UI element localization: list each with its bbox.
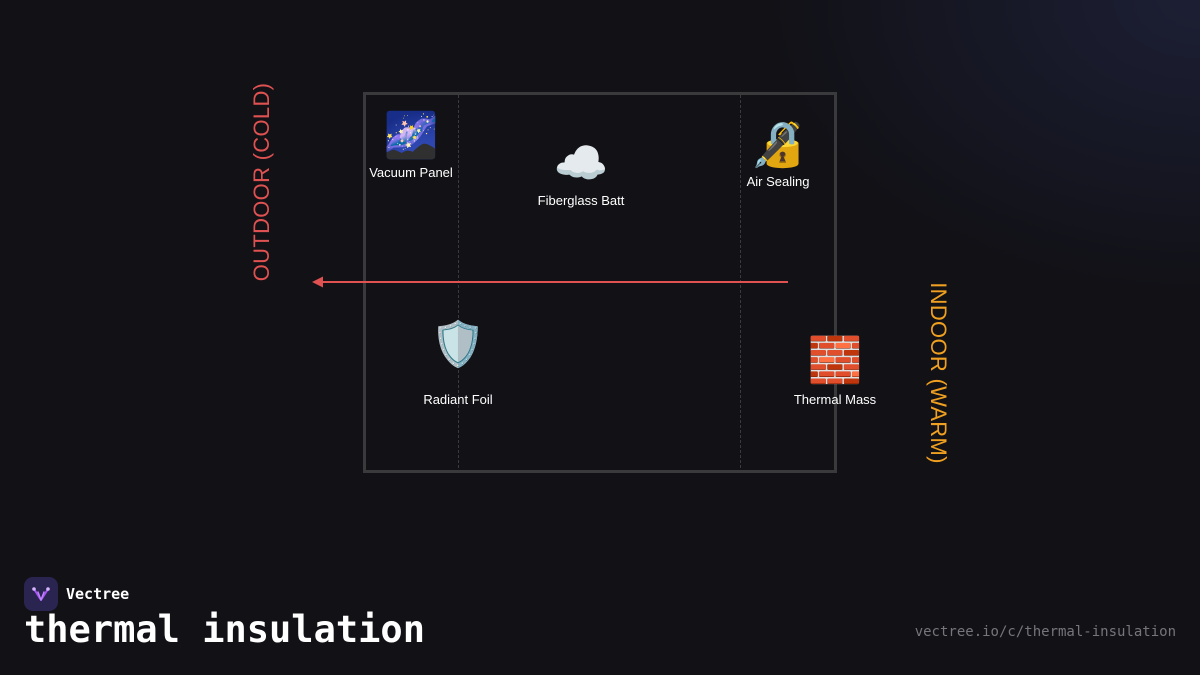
shield-icon: 🛡️ xyxy=(430,319,486,370)
node-label-fiberglass-batt: Fiberglass Batt xyxy=(537,193,625,208)
cloud-icon: ☁️ xyxy=(553,138,609,189)
brick-icon: 🧱 xyxy=(807,335,863,386)
node-label-vacuum-panel: Vacuum Panel xyxy=(369,165,453,180)
node-radiant-foil[interactable]: 🛡️ Radiant Foil xyxy=(423,319,493,408)
vectree-logo-icon xyxy=(24,577,58,611)
page-title: thermal insulation xyxy=(24,608,425,651)
node-label-air-sealing: Air Sealing xyxy=(746,174,810,189)
heat-flow-arrowhead xyxy=(312,276,323,288)
brand[interactable]: Vectree xyxy=(24,577,129,611)
lock-with-pen-icon: 🔏 xyxy=(750,119,806,170)
node-fiberglass-batt[interactable]: ☁️ Fiberglass Batt xyxy=(537,138,625,209)
brand-name: Vectree xyxy=(66,585,130,603)
page-url[interactable]: vectree.io/c/thermal-insulation xyxy=(914,624,1176,640)
node-vacuum-panel[interactable]: 🌌 Vacuum Panel xyxy=(369,110,453,181)
node-thermal-mass[interactable]: 🧱 Thermal Mass xyxy=(793,335,877,408)
node-label-thermal-mass: Thermal Mass xyxy=(793,392,877,407)
node-air-sealing[interactable]: 🔏 Air Sealing xyxy=(746,119,810,190)
milky-way-icon: 🌌 xyxy=(383,110,439,161)
node-label-radiant-foil: Radiant Foil xyxy=(423,392,493,407)
